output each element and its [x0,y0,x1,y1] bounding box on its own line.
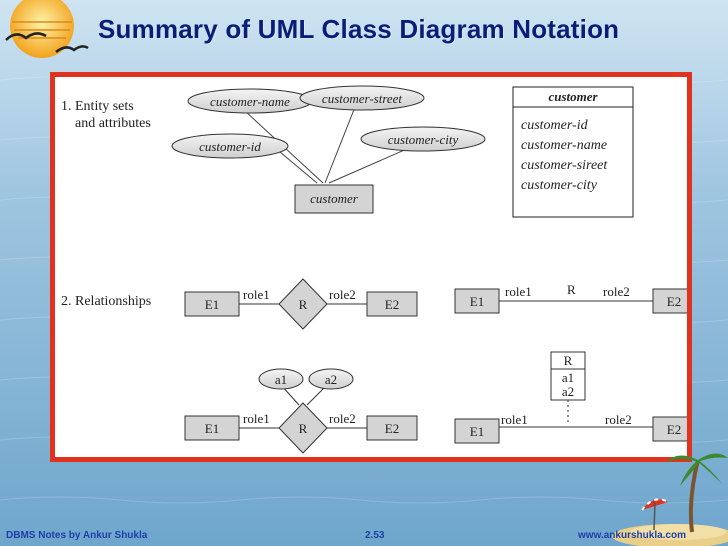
rel1-role2: role2 [329,287,356,302]
uml-rel1-role2: role2 [603,284,630,299]
uml-class-attr-4: customer-city [521,178,598,193]
uml-class-name: customer [548,89,598,104]
uml-rel1-e1-label: E1 [470,294,484,309]
uml-class-attr-1: customer-id [521,118,589,133]
rel1-role1: role1 [243,287,270,302]
uml-rel1-role1: role1 [505,284,532,299]
er-attr-city-oval [360,126,486,152]
rel2-a1-oval [258,368,304,390]
uml-class-attr-3: customer-sireet [521,158,608,173]
uml-assoc-class-box [550,351,586,401]
rel2-role2: role2 [329,411,356,426]
rel2-diamond [278,402,328,454]
uml-assoc-r: R [564,353,573,368]
section1-label-line1: 1. Entity sets [61,99,134,114]
er-entity-label: customer [310,191,359,206]
diagram-frame: 1. Entity sets and attributes 2. Relatio… [50,72,692,462]
rel1-e1-label: E1 [205,297,219,312]
section1-label-line2: and attributes [75,116,151,131]
rel1-r-label: R [299,297,308,312]
rel2-a2-oval [308,368,354,390]
uml-rel2-e1-box [454,418,500,444]
slide-title: Summary of UML Class Diagram Notation [98,14,620,44]
er-attr-city: customer-city [388,132,459,147]
er-attr-id: customer-id [199,139,261,154]
beach-island-icon [612,453,728,546]
uml-class-attr-2: customer-name [521,138,607,153]
rel1-e2-box [366,291,418,317]
footer-website-link[interactable]: www.ankurshukla.com [578,530,686,541]
uml-rel2-e2-box [652,416,687,442]
rel2-a1-label: a1 [275,372,287,387]
rel2-r-label: R [299,421,308,436]
uml-rel2-role1: role1 [501,412,528,427]
er-attr-id-oval [171,133,289,159]
rel1-e1-box [184,291,240,317]
rel2-e2-label: E2 [385,421,399,436]
er-attr-street: customer-street [322,91,403,106]
rel1-e2-label: E2 [385,297,399,312]
footer-author: DBMS Notes by Ankur Shukla [6,530,148,541]
rel2-e1-box [184,415,240,441]
rel2-e1-label: E1 [205,421,219,436]
sun-logo-icon [5,0,89,58]
footer-page-number: 2.53 [365,530,385,541]
uml-rel2-e2-label: E2 [667,422,681,437]
uml-rel1-e2-box [652,288,687,314]
er-entity-box [294,184,374,214]
er-attr-street-oval [299,85,425,111]
uml-rel2-role2: role2 [605,412,632,427]
uml-rel1-r-label: R [567,282,576,297]
uml-rel1-e1-box [454,288,500,314]
uml-assoc-a1: a1 [562,370,574,385]
uml-class-box [512,86,634,218]
rel1-diamond [278,278,328,330]
uml-rel2-e1-label: E1 [470,424,484,439]
uml-rel1-e2-label: E2 [667,294,681,309]
rel2-role1: role1 [243,411,270,426]
section2-label: 2. Relationships [61,294,151,309]
uml-er-diagram: 1. Entity sets and attributes 2. Relatio… [61,85,687,454]
rel2-a2-label: a2 [325,372,337,387]
er-attr-name: customer-name [210,94,290,109]
uml-assoc-a2: a2 [562,384,574,399]
rel2-e2-box [366,415,418,441]
